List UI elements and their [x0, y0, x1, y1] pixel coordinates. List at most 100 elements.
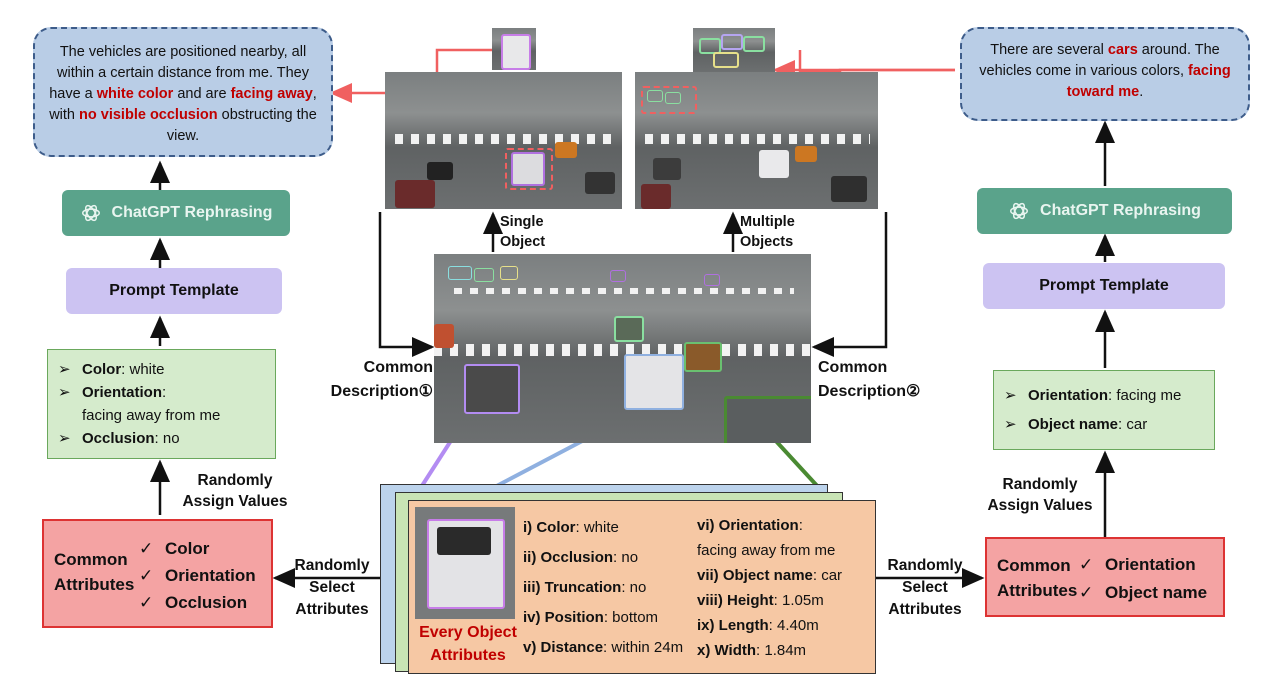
arrow-common-desc-1	[378, 212, 435, 357]
arrow-red-left	[329, 48, 492, 103]
arrow-common-desc-2	[811, 212, 888, 357]
emphasis-text: cars	[1107, 42, 1138, 58]
attribute-item: ✓ Object name	[1079, 579, 1207, 607]
multiple-objects-scene	[635, 72, 878, 209]
description-text: The vehicles are positioned nearby, all …	[49, 44, 309, 102]
attribute-name: Orientation	[165, 566, 256, 585]
every-object-label: Every Object Attributes	[419, 624, 517, 664]
line-red-right	[798, 50, 955, 74]
value-item: ➢ Orientation: facing me	[1004, 381, 1204, 410]
object-attribute: x) Width: 1.84m	[697, 638, 842, 663]
check-icon: ✓	[139, 593, 154, 612]
main-scene	[434, 254, 811, 443]
attribute-key: iv) Position	[523, 609, 604, 626]
common-attributes-left: Common Attributes ✓ Color ✓ Orientation ✓ Occ…	[42, 519, 273, 628]
check-icon: ✓	[1079, 555, 1094, 574]
object-attribute: v) Distance: within 24m	[523, 633, 683, 663]
chatgpt-rephrasing-right: ChatGPT Rephrasing	[977, 188, 1232, 234]
select-label-right: Randomly Select Attributes	[887, 557, 963, 618]
common-attributes-right: Common Attributes ✓Orientation✓Object na…	[985, 537, 1225, 617]
value-text: :	[162, 384, 167, 401]
connector-green	[773, 438, 822, 491]
attribute-item: ✓ Orientation	[139, 562, 256, 589]
attribute-key: iii) Truncation	[523, 579, 622, 596]
attribute-value: :	[798, 517, 803, 534]
value-item: facing away from me	[58, 404, 265, 427]
attr-list-left: ✓ Color ✓ Orientation ✓ Occlusion	[139, 535, 256, 616]
single-object-crop	[492, 28, 536, 70]
value-text: : facing me	[1108, 387, 1182, 404]
common-description-2: Common Description②	[818, 359, 921, 400]
bullet-arrow-icon: ➢	[58, 384, 71, 401]
value-text: : white	[121, 361, 165, 378]
value-item: ➢ Object name: car	[1004, 410, 1204, 439]
check-icon: ✓	[139, 566, 154, 585]
common-attr-label-left: Common Attributes	[54, 550, 135, 594]
attribute-value: : white	[575, 519, 619, 536]
value-text: : no	[154, 430, 180, 447]
assign-label-right: Randomly Assign Values	[987, 476, 1093, 514]
value-text: facing away from me	[82, 407, 221, 424]
bullet-arrow-icon: ➢	[58, 361, 71, 378]
object-attribute: vi) Orientation:	[697, 513, 842, 538]
attribute-key: x) Width	[697, 642, 757, 659]
object-attribute: ii) Occlusion: no	[523, 543, 683, 573]
value-key: Color	[82, 361, 122, 378]
attribute-value: : bottom	[603, 609, 659, 626]
attribute-key: v) Distance	[523, 639, 604, 656]
object-attribute: vii) Object name: car	[697, 563, 842, 588]
chatgpt-label-left: ChatGPT Rephrasing	[111, 204, 273, 221]
value-text: : car	[1118, 416, 1148, 433]
attribute-key: viii) Height	[697, 592, 774, 609]
object-crop	[415, 507, 515, 619]
value-item: ➢ Orientation:	[58, 381, 265, 404]
description-text: There are several	[990, 42, 1108, 58]
attribute-name: Object name	[1105, 583, 1208, 602]
check-icon: ✓	[1079, 583, 1094, 602]
attr-column-2: vi) Orientation: facing away from me vii) …	[697, 513, 842, 663]
common-description-1: Common Description①	[330, 359, 433, 400]
object-attribute: iii) Truncation: no	[523, 573, 683, 603]
multiple-objects-label: Multiple Objects	[740, 214, 795, 250]
object-attribute: iv) Position: bottom	[523, 603, 683, 633]
emphasis-text: facing toward me	[1066, 63, 1231, 100]
assign-label-left: Randomly Assign Values	[182, 472, 288, 510]
attribute-value: facing away from me	[697, 542, 836, 559]
emphasis-text: facing away	[230, 86, 313, 102]
attr-list-right: ✓Orientation✓Object name	[1079, 551, 1207, 607]
openai-icon	[1010, 202, 1029, 220]
emphasis-text: no visible occlusion	[79, 107, 218, 123]
object-attribute: i) Color: white	[523, 513, 683, 543]
attribute-key: vii) Object name	[697, 567, 813, 584]
attribute-name: Occlusion	[165, 593, 248, 612]
description-text: around. The vehicles come in various col…	[979, 42, 1220, 79]
select-label-left: Randomly Select Attributes	[294, 557, 370, 618]
attribute-key: ix) Length	[697, 617, 769, 634]
object-attribute: facing away from me	[697, 538, 842, 563]
attribute-name: Color	[165, 539, 210, 558]
attribute-item: ✓Orientation	[1079, 551, 1207, 579]
attribute-key: i) Color	[523, 519, 576, 536]
chatgpt-rephrasing-left: ChatGPT Rephrasing	[62, 190, 290, 236]
value-item: ➢ Occlusion: no	[58, 427, 265, 450]
multiple-objects-crop	[693, 28, 775, 72]
single-object-label: Single Object	[500, 214, 546, 250]
description-text: and are	[173, 86, 231, 102]
attribute-value: : no	[613, 549, 639, 566]
prompt-template-left: Prompt Template	[66, 268, 282, 314]
check-icon: ✓	[139, 539, 154, 558]
object-attribute: viii) Height: 1.05m	[697, 588, 842, 613]
description-text: , with	[49, 86, 317, 123]
chatgpt-label-right: ChatGPT Rephrasing	[1040, 202, 1201, 219]
values-box-right: ➢ Orientation: facing me➢ Object name: c…	[993, 370, 1215, 450]
values-box-left: ➢ Color: white➢ Orientation:facing away …	[47, 349, 276, 459]
value-key: Orientation	[82, 384, 163, 401]
attribute-value: : 4.40m	[768, 617, 819, 634]
value-key: Occlusion	[82, 430, 155, 447]
value-item: ➢ Color: white	[58, 358, 265, 381]
description-text: obstructing the view.	[166, 107, 317, 144]
template-label-right: Prompt Template	[1039, 277, 1169, 294]
description-bubble-left: The vehicles are positioned nearby, all …	[33, 27, 333, 157]
attribute-value: : no	[621, 579, 647, 596]
